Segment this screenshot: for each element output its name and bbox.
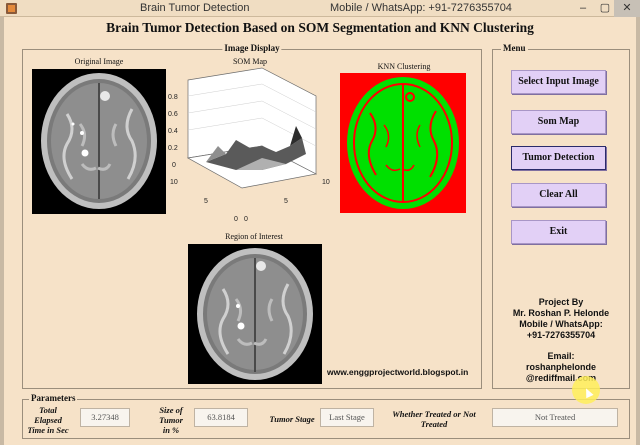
som-z-tick: 0.8 — [168, 94, 178, 101]
minimize-button[interactable]: – — [579, 2, 587, 14]
matlab-app-icon — [6, 3, 17, 14]
title-bar: Brain Tumor Detection Mobile / WhatsApp:… — [0, 0, 640, 17]
tumor-detection-button[interactable]: Tumor Detection — [511, 146, 606, 170]
som-z-tick: 0 — [172, 162, 176, 169]
maximize-button[interactable]: ▢ — [599, 2, 611, 14]
window-title: Brain Tumor Detection — [140, 2, 250, 14]
original-image-caption: Original Image — [74, 57, 124, 66]
treated-status-field: Not Treated — [492, 408, 618, 427]
window-caption: Mobile / WhatsApp: +91-7276355704 — [330, 2, 512, 14]
som-map-caption: SOM Map — [232, 57, 267, 66]
select-input-image-button[interactable]: Select Input Image — [511, 70, 606, 94]
som-left-tick: 0 — [234, 216, 238, 223]
tumor-size-label: Size of Tumor in % — [159, 405, 183, 435]
parameters-panel: Parameters — [22, 393, 630, 439]
som-left-tick: 10 — [170, 179, 178, 186]
elapsed-time-label: Total Elapsed Time in Sec — [27, 405, 69, 435]
som-z-tick: 0.4 — [168, 128, 178, 135]
tumor-stage-field: Last Stage — [320, 408, 374, 427]
som-map-button[interactable]: Som Map — [511, 110, 606, 134]
parameters-panel-title: Parameters — [29, 393, 78, 403]
image-display-panel-title: Image Display — [222, 43, 282, 53]
menu-panel-title: Menu — [501, 43, 528, 53]
close-button[interactable]: ✕ — [614, 0, 640, 17]
tumor-stage-label: Tumor Stage — [269, 414, 315, 424]
som-right-tick: 10 — [322, 179, 330, 186]
credits-email-domain: @rediffmail.com — [525, 373, 597, 383]
som-z-tick: 0.6 — [168, 111, 178, 118]
credits-mobile: +91-7276355704 — [526, 330, 596, 340]
exit-button[interactable]: Exit — [511, 220, 606, 244]
som-right-tick: 5 — [284, 198, 288, 205]
knn-clustering-caption: KNN Clustering — [377, 62, 431, 71]
credits-email-label: Email: — [547, 351, 575, 361]
original-mri-image — [32, 69, 166, 214]
tumor-size-field: 63.8184 — [194, 408, 248, 427]
mouse-cursor-icon — [572, 376, 600, 404]
som-map-plot: 0.8 0.6 0.4 0.2 0 10 5 0 0 5 10 — [166, 66, 342, 226]
region-of-interest-image — [188, 244, 322, 384]
knn-clustering-image — [340, 73, 466, 213]
credits-email-user: roshanphelonde — [525, 362, 596, 372]
page-title: Brain Tumor Detection Based on SOM Segme… — [106, 20, 534, 35]
roi-caption: Region of Interest — [225, 232, 283, 241]
som-z-tick: 0.2 — [168, 145, 178, 152]
som-left-tick: 5 — [204, 198, 208, 205]
credits-name: Mr. Roshan P. Helonde — [512, 308, 610, 318]
menu-panel: Menu — [492, 43, 630, 389]
clear-all-button[interactable]: Clear All — [511, 183, 606, 207]
credits-mobile-label: Mobile / WhatsApp: — [519, 319, 603, 329]
credits: Project By Mr. Roshan P. Helonde Mobile … — [492, 297, 630, 384]
treated-label: Whether Treated or Not Treated — [392, 409, 476, 429]
elapsed-time-field: 3.27348 — [80, 408, 130, 427]
credits-heading: Project By — [538, 297, 584, 307]
image-display-panel: Image Display — [22, 43, 482, 389]
website-link[interactable]: www.enggprojectworld.blogspot.in — [327, 367, 469, 377]
som-right-tick: 0 — [244, 216, 248, 223]
